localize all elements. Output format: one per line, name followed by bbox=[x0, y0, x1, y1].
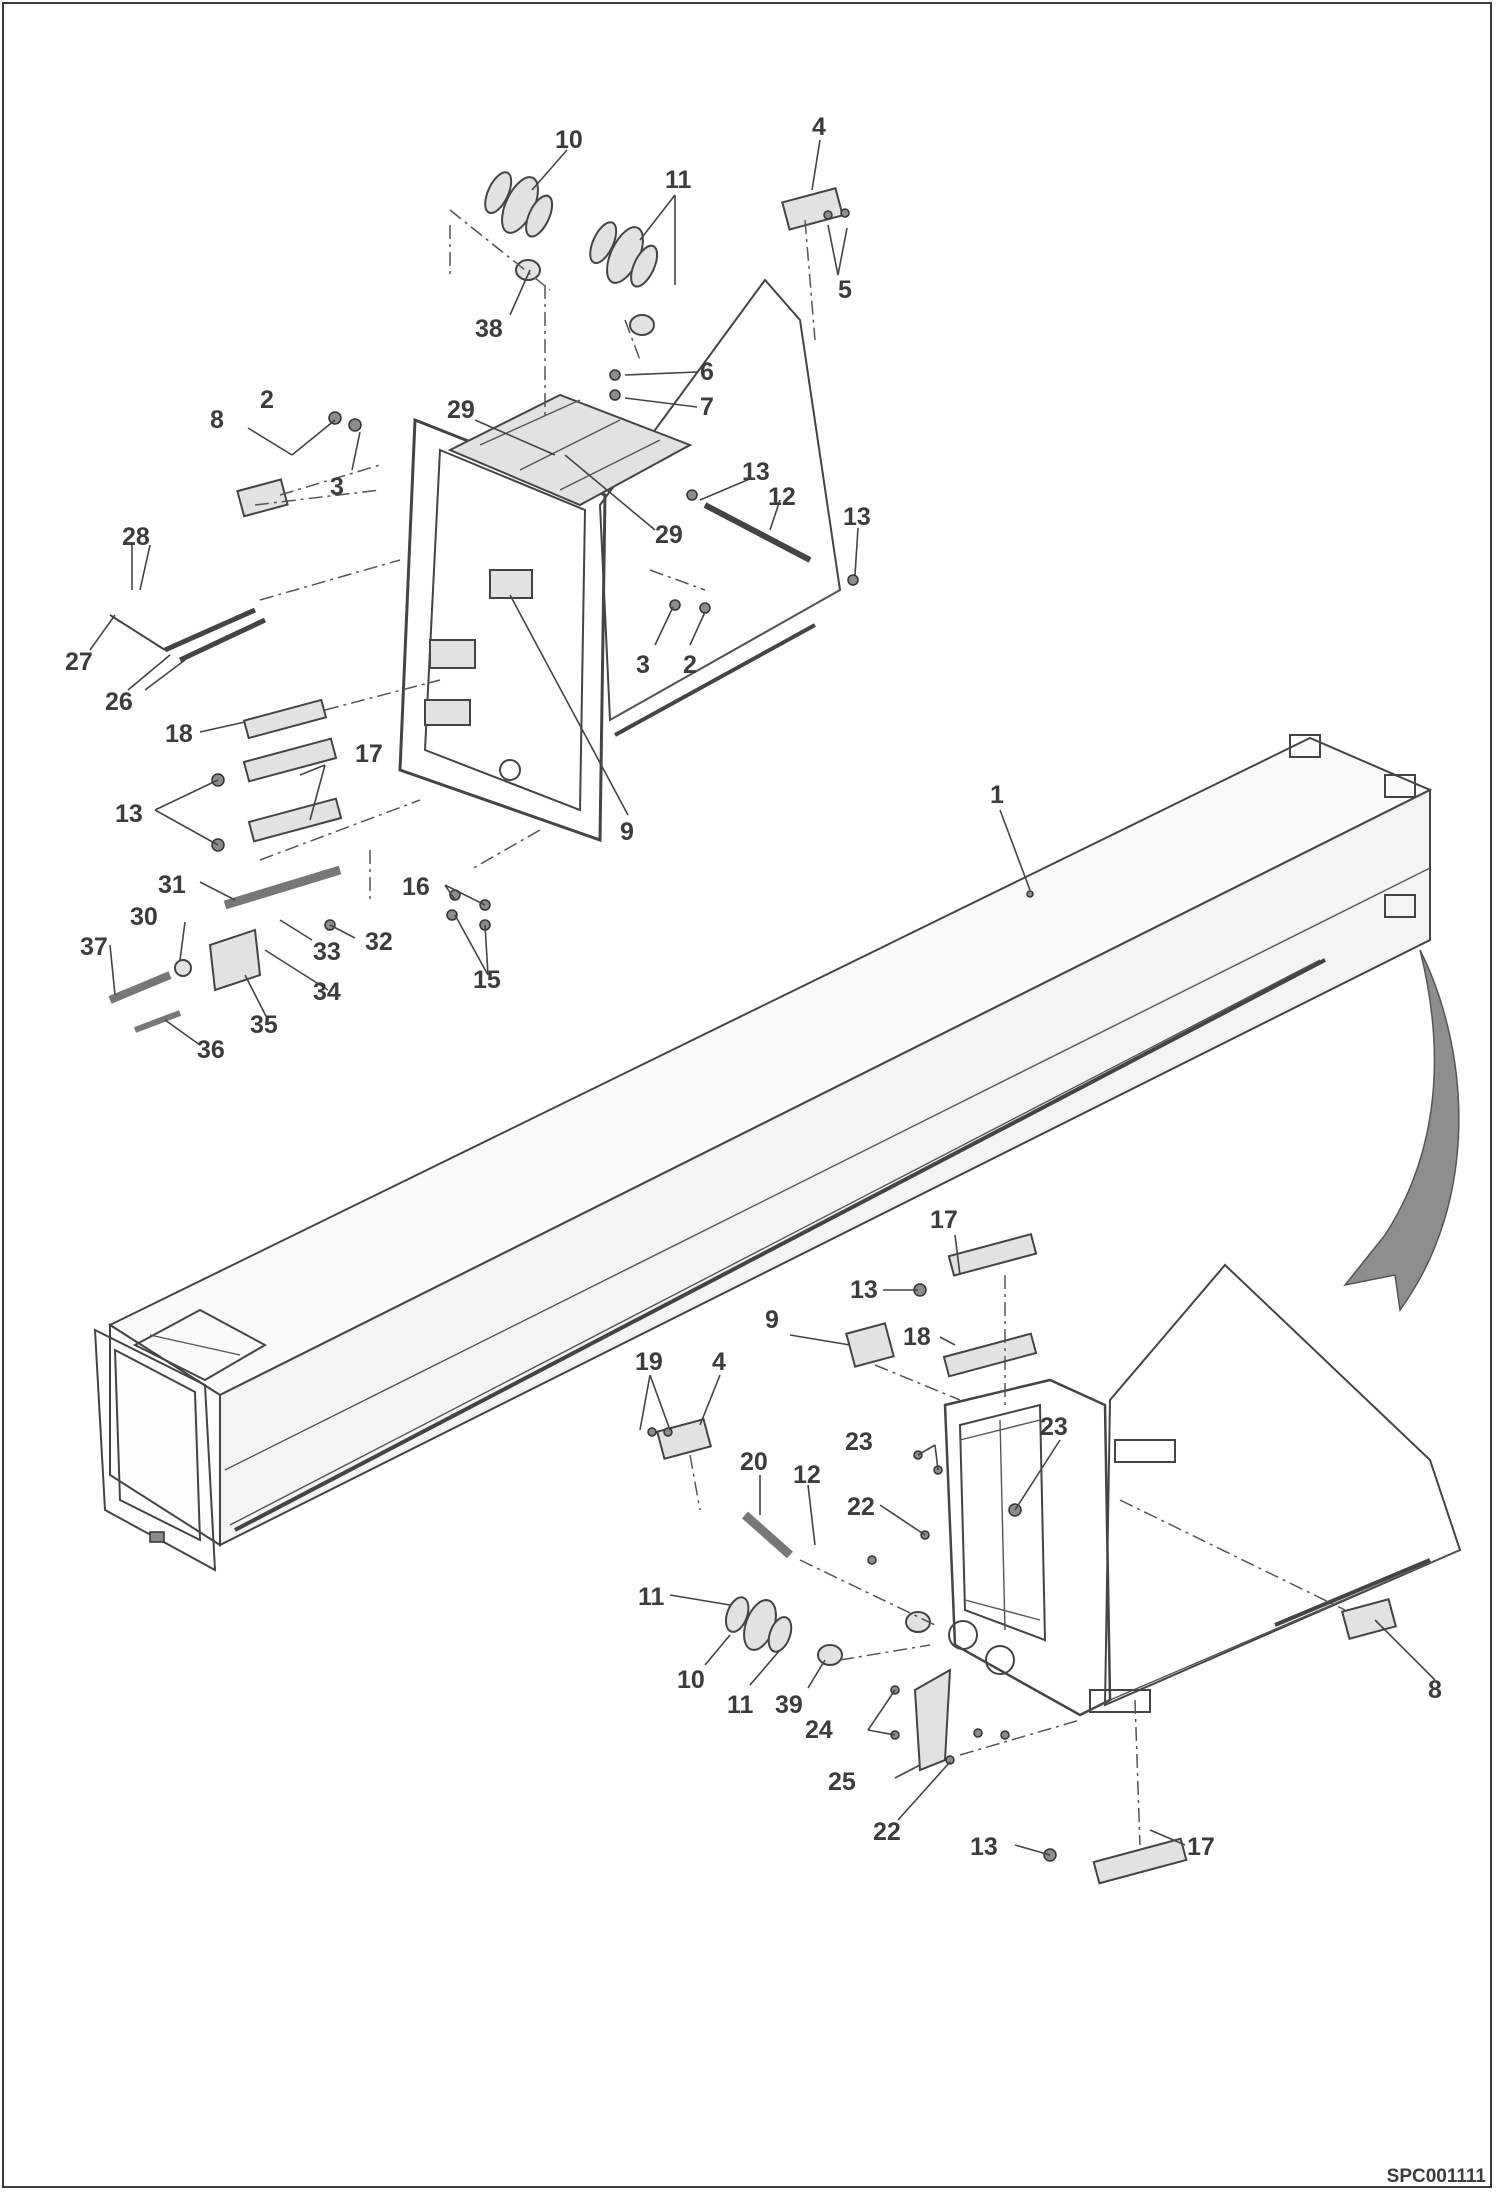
boom-tail-assembly bbox=[647, 1232, 1462, 1885]
assembly-centrelines bbox=[254, 209, 816, 900]
callout-10: 10 bbox=[555, 126, 583, 154]
callout-3: 3 bbox=[330, 473, 344, 501]
callout-3: 3 bbox=[636, 651, 650, 679]
callout-39: 39 bbox=[775, 1691, 803, 1719]
callout-22: 22 bbox=[847, 1493, 875, 1521]
callout-33: 33 bbox=[313, 938, 341, 966]
pulley-upper bbox=[484, 171, 659, 336]
callout-2: 2 bbox=[683, 651, 697, 679]
callout-12: 12 bbox=[793, 1461, 821, 1489]
callout-23: 23 bbox=[1040, 1413, 1068, 1441]
callout-30: 30 bbox=[130, 903, 158, 931]
callout-7: 7 bbox=[700, 393, 714, 421]
callout-32: 32 bbox=[365, 928, 393, 956]
callout-24: 24 bbox=[805, 1716, 833, 1744]
callout-12: 12 bbox=[768, 483, 796, 511]
boom-section bbox=[93, 734, 1433, 1572]
callout-17: 17 bbox=[355, 740, 383, 768]
callout-2: 2 bbox=[260, 386, 274, 414]
callout-29: 29 bbox=[655, 521, 683, 549]
callout-15: 15 bbox=[473, 966, 501, 994]
callout-28: 28 bbox=[122, 523, 150, 551]
callout-labels: 1 2 2 3 3 4 4 5 6 7 8 8 9 9 10 10 11 11 … bbox=[65, 113, 1442, 1861]
callout-38: 38 bbox=[475, 315, 503, 343]
rotation-arrow bbox=[1343, 949, 1460, 1312]
callout-20: 20 bbox=[740, 1448, 768, 1476]
callout-8: 8 bbox=[1428, 1676, 1442, 1704]
callout-4: 4 bbox=[712, 1348, 726, 1376]
callout-13: 13 bbox=[850, 1276, 878, 1304]
callout-13: 13 bbox=[843, 503, 871, 531]
callout-13: 13 bbox=[970, 1833, 998, 1861]
callout-31: 31 bbox=[158, 871, 186, 899]
callout-11: 11 bbox=[727, 1691, 754, 1719]
callout-37: 37 bbox=[80, 933, 108, 961]
callout-17: 17 bbox=[1187, 1833, 1215, 1861]
callout-18: 18 bbox=[165, 720, 193, 748]
drawing-code: SPC001111 bbox=[1386, 2166, 1486, 2187]
callout-16: 16 bbox=[402, 873, 430, 901]
callout-36: 36 bbox=[197, 1036, 225, 1064]
callout-34: 34 bbox=[313, 978, 341, 1006]
callout-19: 19 bbox=[635, 1348, 663, 1376]
callout-1: 1 bbox=[990, 781, 1004, 809]
callout-22: 22 bbox=[873, 1818, 901, 1846]
tail-centrelines bbox=[689, 1275, 1346, 1846]
callout-25: 25 bbox=[828, 1768, 856, 1796]
callout-5: 5 bbox=[838, 276, 852, 304]
callout-13: 13 bbox=[115, 800, 143, 828]
callout-18: 18 bbox=[903, 1323, 931, 1351]
callout-6: 6 bbox=[700, 358, 714, 386]
leader-lines bbox=[89, 139, 1436, 1856]
boom-head-assembly bbox=[398, 278, 842, 843]
callout-4: 4 bbox=[812, 113, 826, 141]
callout-27: 27 bbox=[65, 648, 93, 676]
callout-11: 11 bbox=[638, 1583, 665, 1611]
callout-10: 10 bbox=[677, 1666, 705, 1694]
callout-29: 29 bbox=[447, 396, 475, 424]
callout-26: 26 bbox=[105, 688, 133, 716]
upper-small-parts bbox=[108, 187, 859, 1033]
callout-8: 8 bbox=[210, 406, 224, 434]
callout-17: 17 bbox=[930, 1206, 958, 1234]
callout-35: 35 bbox=[250, 1011, 278, 1039]
callout-23: 23 bbox=[845, 1428, 873, 1456]
callout-9: 9 bbox=[765, 1306, 779, 1334]
callout-9: 9 bbox=[620, 818, 634, 846]
callout-13: 13 bbox=[742, 458, 770, 486]
callout-11: 11 bbox=[665, 166, 692, 194]
